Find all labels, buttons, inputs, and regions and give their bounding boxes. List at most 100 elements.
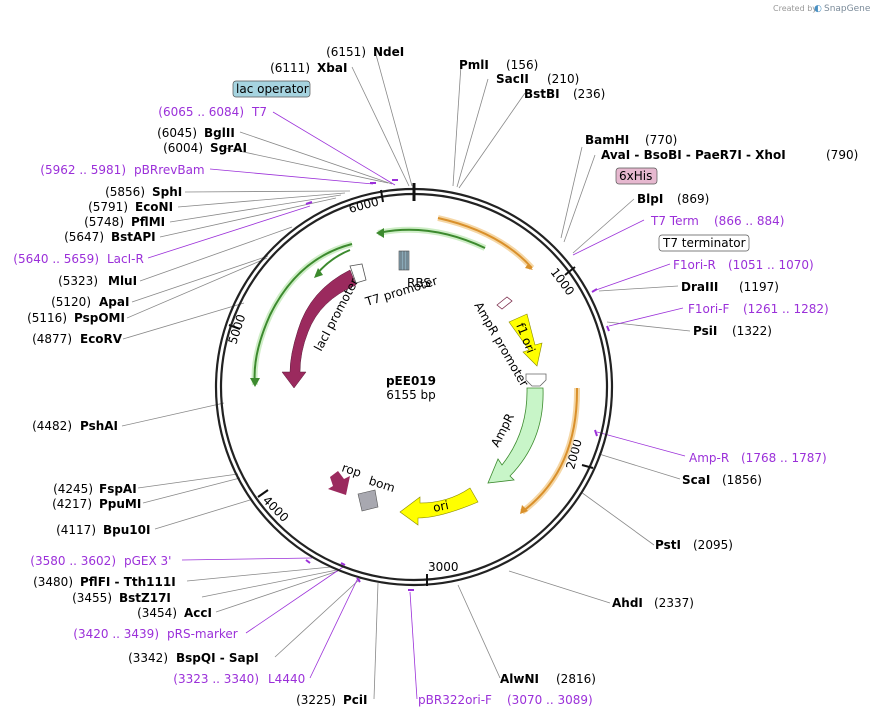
enzyme-pshai: PshAI (80, 419, 118, 433)
sixhis-tag (615, 167, 658, 185)
tick-marks (228, 189, 594, 586)
primer-range-pbrrevbam: (5962 .. 5981) (40, 163, 126, 177)
enzyme-leader-lines (121, 50, 691, 700)
primer-t7: T7 (251, 105, 267, 119)
enzyme-pos-bpu10i: (4117) (56, 523, 96, 537)
lac-operator-tag (232, 80, 311, 98)
rop-label: rop (340, 461, 363, 480)
tick-label-6000: 6000 (347, 194, 380, 215)
green-arc-top-glow (377, 226, 487, 251)
orange-arc-right (521, 387, 579, 513)
primer-f1ori-f: F1ori-F (688, 302, 729, 316)
enzyme-sphi: SphI (152, 185, 182, 199)
plasmid-size: 6155 bp (386, 388, 436, 402)
enzyme-pos-pmli: (156) (506, 58, 538, 72)
enzyme-psii: PsiI (693, 324, 717, 338)
enzyme-econi: EcoNI (135, 200, 173, 214)
bom-feature-box (357, 489, 379, 512)
enzyme-bamhi: BamHI (585, 133, 629, 147)
enzyme-pos-mlui: (5323) (58, 274, 98, 288)
enzyme-bstbi: BstBI (524, 87, 560, 101)
primer-range-l4440: (3323 .. 3340) (173, 672, 259, 686)
green-arc-left (253, 243, 353, 386)
ori-label: ori (432, 498, 450, 515)
primer-leader-lines (147, 111, 686, 700)
watermark-brand: SnapGene (824, 4, 871, 14)
ampr-feature-arrow (487, 387, 544, 484)
plasmid-name: pEE019 (386, 374, 436, 388)
enzyme-pos-bstz17i: (3455) (72, 591, 112, 605)
enzyme-pos-pflfi: (3480) (33, 575, 73, 589)
enzyme-pos-ppumi: (4217) (52, 497, 92, 511)
f1-ori-arrow (508, 313, 543, 367)
rbs-label: RBS (407, 276, 431, 290)
enzyme-alwni: AlwNI (500, 672, 539, 686)
enzyme-pos-bstbi: (236) (573, 87, 605, 101)
enzyme-scai: ScaI (682, 473, 710, 487)
tick-label-3000: 3000 (428, 560, 459, 574)
enzyme-pos-sphi: (5856) (105, 185, 145, 199)
enzyme-pos-fspai: (4245) (53, 482, 93, 496)
enzyme-draiii: DraIII (681, 280, 718, 294)
enzyme-pos-avai-group: (790) (826, 148, 858, 162)
f1-ori-label: f1 ori (513, 321, 538, 355)
enzyme-pos-bstapi: (5647) (64, 230, 104, 244)
enzyme-pos-pcii: (3225) (296, 693, 336, 707)
sixhis-tag-label: 6xHis (619, 169, 652, 183)
enzyme-pos-psti: (2095) (693, 538, 733, 552)
primer-range-t7-term: (866 .. 884) (714, 214, 784, 228)
enzyme-pflmi: PflMI (131, 215, 165, 229)
primer-range-t7: (6065 .. 6084) (158, 105, 244, 119)
enzyme-pos-ahdi: (2337) (654, 596, 694, 610)
enzyme-bstapi: BstAPI (111, 230, 156, 244)
enzyme-pos-apai: (5120) (51, 295, 91, 309)
rop-feature-arrow (328, 471, 350, 495)
enzyme-pos-psii: (1322) (732, 324, 772, 338)
green-arc-top (377, 228, 486, 249)
orange-arc-top (437, 217, 533, 269)
enzyme-ecorv: EcoRV (80, 332, 123, 346)
orange-arrowhead-right (520, 505, 528, 514)
primer-range-f1ori-f: (1261 .. 1282) (743, 302, 829, 316)
enzyme-pos-bspqi: (3342) (128, 651, 168, 665)
enzyme-pos-scai: (1856) (722, 473, 762, 487)
enzyme-ahdi: AhdI (612, 596, 643, 610)
enzyme-pos-econi: (5791) (88, 200, 128, 214)
enzyme-sgrai: SgrAI (210, 141, 247, 155)
ori-feature-arrow (399, 487, 479, 526)
ampr-promoter-arrow (496, 296, 513, 310)
primer-range-pgex3: (3580 .. 3602) (30, 554, 116, 568)
enzyme-bpu10i: Bpu10I (103, 523, 150, 537)
enzyme-pos-ecorv: (4877) (32, 332, 72, 346)
enzyme-pos-pspomi: (5116) (27, 311, 67, 325)
primer-range-f1ori-r: (1051 .. 1070) (728, 258, 814, 272)
enzyme-pos-sgrai: (6004) (163, 141, 203, 155)
laci-feature-arrow (281, 269, 357, 389)
orange-arrowhead-top (525, 264, 533, 270)
enzyme-bspqi: BspQI - SapI (176, 651, 259, 665)
enzyme-pspomi: PspOMI (74, 311, 125, 325)
primer-marks (305, 179, 610, 591)
laci-promoter-arrow (349, 263, 367, 284)
enzyme-labels: (6151) NdeI (6111) XbaI PmlI (156) SacII… (27, 45, 858, 707)
enzyme-pmli: PmlI (459, 58, 489, 72)
enzyme-acci: AccI (184, 606, 212, 620)
primer-l4440: L4440 (268, 672, 305, 686)
enzyme-bstz17i: BstZ17I (119, 591, 171, 605)
primer-t7-term: T7 Term (650, 214, 699, 228)
enzyme-pos-xbai: (6111) (270, 61, 310, 75)
enzyme-pos-pflmi: (5748) (84, 215, 124, 229)
primer-pbr322ori-f: pBR322ori-F (418, 693, 492, 707)
enzyme-ppumi: PpuMI (99, 497, 141, 511)
primer-range-prs-marker: (3420 .. 3439) (73, 627, 159, 641)
enzyme-mlui: MluI (108, 274, 137, 288)
green-arrowhead-left (250, 378, 260, 387)
enzyme-psti: PstI (655, 538, 681, 552)
enzyme-fspai: FspAI (99, 482, 137, 496)
t7-terminator-tag-label: T7 terminator (662, 236, 746, 250)
enzyme-sacii: SacII (496, 72, 529, 86)
primer-pbrrevbam: pBRrevBam (134, 163, 205, 177)
primer-amp-r: Amp-R (689, 451, 729, 465)
enzyme-pos-blpi: (869) (677, 192, 709, 206)
enzyme-pflfi: PflFI - Tth111I (80, 575, 176, 589)
